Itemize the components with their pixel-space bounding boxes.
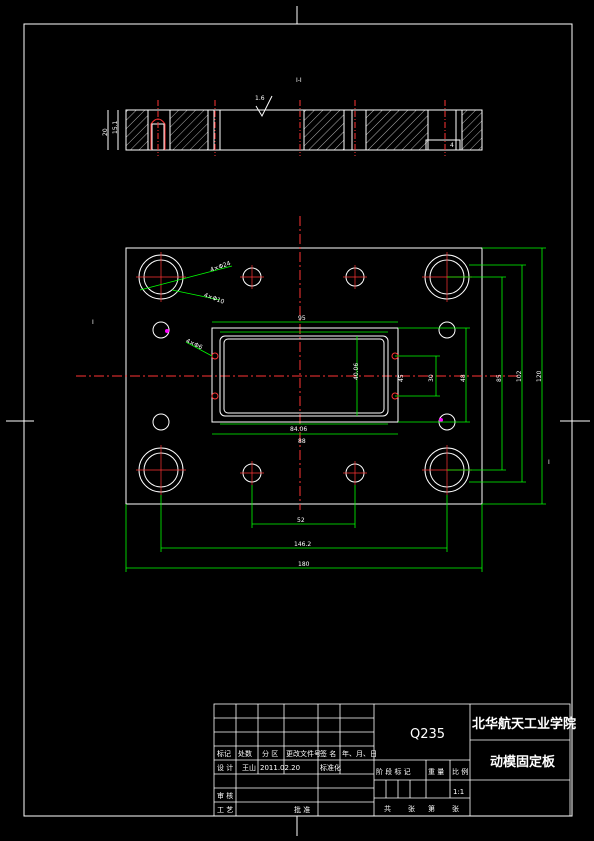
hdr-change-doc: 更改文件号	[286, 749, 321, 758]
hdr-design: 设 计	[217, 763, 233, 772]
hdr-stage-mark: 阶 段 标 记	[376, 767, 411, 776]
hdr-review: 审 核	[217, 791, 233, 800]
designer-name: 王山	[242, 763, 256, 772]
section-dim-outer: 20	[102, 128, 109, 136]
part-name-label: 动模固定板	[490, 754, 556, 770]
dimension-lines	[125, 247, 546, 572]
hdr-signature: 签 名	[320, 749, 336, 758]
hdr-count: 处数	[238, 749, 252, 758]
section-mark-left: I	[92, 319, 94, 326]
hdr-sheet-no: 第	[428, 804, 435, 813]
hdr-ratio: 比 例	[452, 767, 468, 776]
scale-value: 1:1	[453, 788, 464, 796]
dim-right-120: 120	[536, 370, 543, 382]
dim-bottom-inner: 52	[297, 517, 305, 524]
hole-note-2: 4×Φ10	[203, 292, 225, 306]
sheet-outer-border	[23, 23, 573, 817]
hdr-sheet-word2: 张	[452, 804, 459, 813]
roughness-label: 1.6	[255, 95, 265, 102]
hdr-sheets-total: 共	[384, 804, 391, 813]
hdr-mark: 标记	[217, 749, 231, 758]
title-block-grid	[213, 703, 571, 817]
design-date: 2011.02.20	[260, 764, 300, 772]
section-label: I-I	[296, 77, 302, 84]
dim-cavity-h: 40.06	[353, 363, 360, 380]
hdr-sheets-word: 张	[408, 804, 415, 813]
dim-right-102: 102	[516, 370, 523, 382]
hdr-approve: 批 准	[294, 805, 310, 814]
hdr-date: 年、月、日	[342, 749, 377, 758]
section-mark-right: I	[548, 459, 550, 466]
hole-note-3: 4×Φ6	[185, 338, 204, 352]
dim-right-30: 30	[428, 374, 435, 382]
dim-right-45: 45	[398, 374, 405, 382]
dim-top-cavity: 95	[298, 315, 306, 322]
dim-bottom-mid: 146.2	[294, 541, 311, 548]
section-view	[107, 95, 483, 156]
school-label: 北华航天工业学院	[472, 716, 576, 732]
hdr-process: 工 艺	[217, 806, 233, 814]
hdr-weight: 重 量	[428, 768, 444, 776]
dim-cavity-inner: 88	[298, 438, 306, 445]
dim-right-85: 85	[496, 374, 503, 382]
section-dim-inner: 15.1	[112, 120, 119, 134]
plan-view	[76, 216, 520, 510]
dim-right-48: 48	[460, 374, 467, 382]
section-dim-small: 4	[450, 142, 454, 149]
hole-note-1: 4×Φ24	[209, 260, 231, 274]
hdr-zone: 分 区	[262, 749, 278, 758]
dim-bottom-outer: 180	[298, 561, 310, 568]
material-label: Q235	[410, 727, 445, 742]
dim-cavity-w: 84.06	[290, 426, 307, 433]
hdr-standardize: 标准化	[320, 763, 341, 772]
